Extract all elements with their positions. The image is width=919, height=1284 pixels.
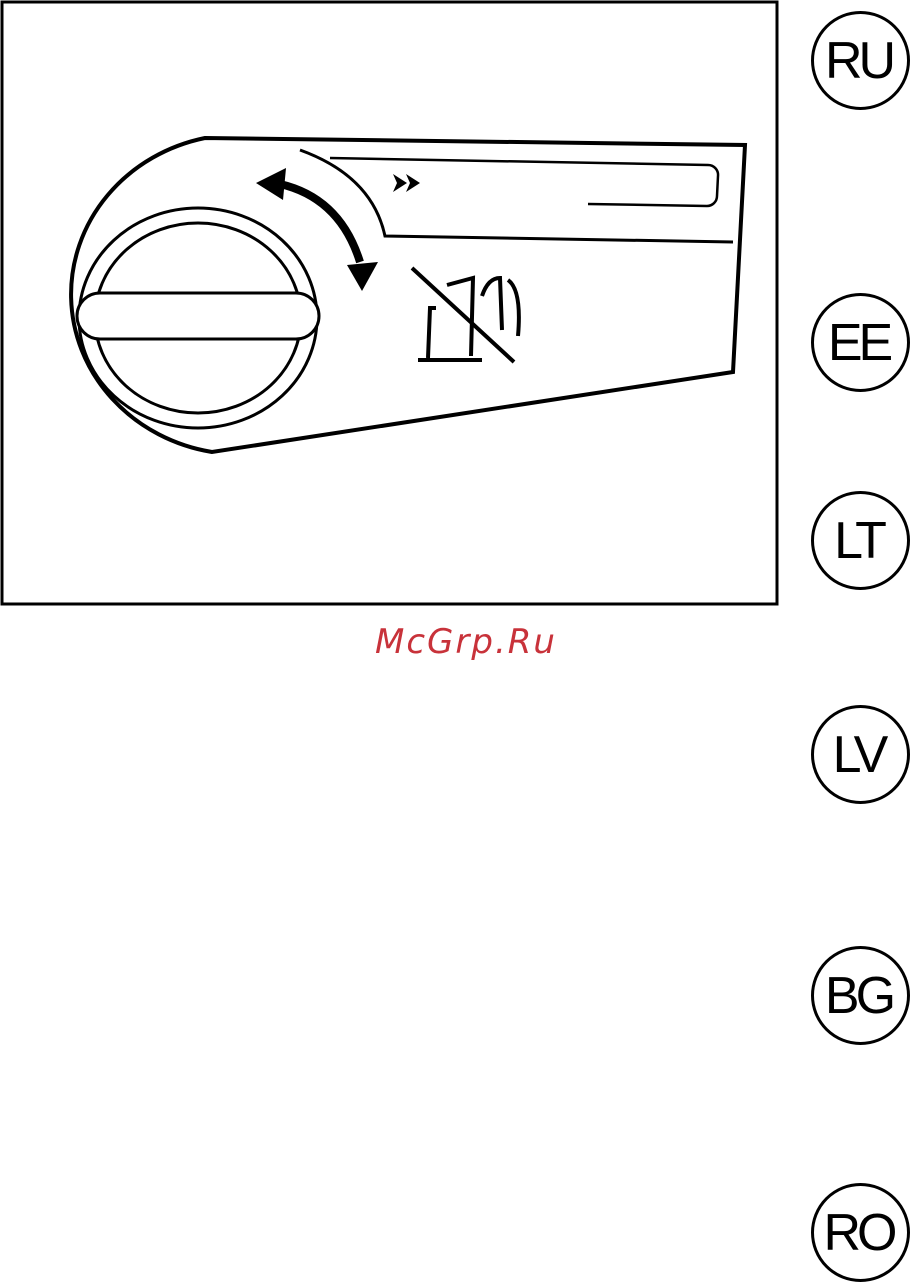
language-code: LT <box>834 515 883 567</box>
rotary-knob[interactable] <box>77 208 319 428</box>
watermark: McGrp.Ru <box>364 622 568 662</box>
language-code: RU <box>825 35 892 87</box>
language-code: LV <box>833 729 885 781</box>
language-badge-ru[interactable]: RU <box>811 11 910 110</box>
language-badge-lv[interactable]: LV <box>811 705 910 804</box>
language-code: RO <box>824 1207 894 1259</box>
language-badge-bg[interactable]: BG <box>811 946 910 1045</box>
language-code: EE <box>828 317 889 369</box>
language-badge-ro[interactable]: RO <box>811 1183 910 1282</box>
language-badge-lt[interactable]: LT <box>811 491 910 590</box>
control-panel-illustration <box>0 0 779 606</box>
language-badge-ee[interactable]: EE <box>811 293 910 392</box>
illustration-frame <box>0 0 779 606</box>
knob-grip <box>77 293 319 339</box>
language-code: BG <box>825 970 892 1022</box>
